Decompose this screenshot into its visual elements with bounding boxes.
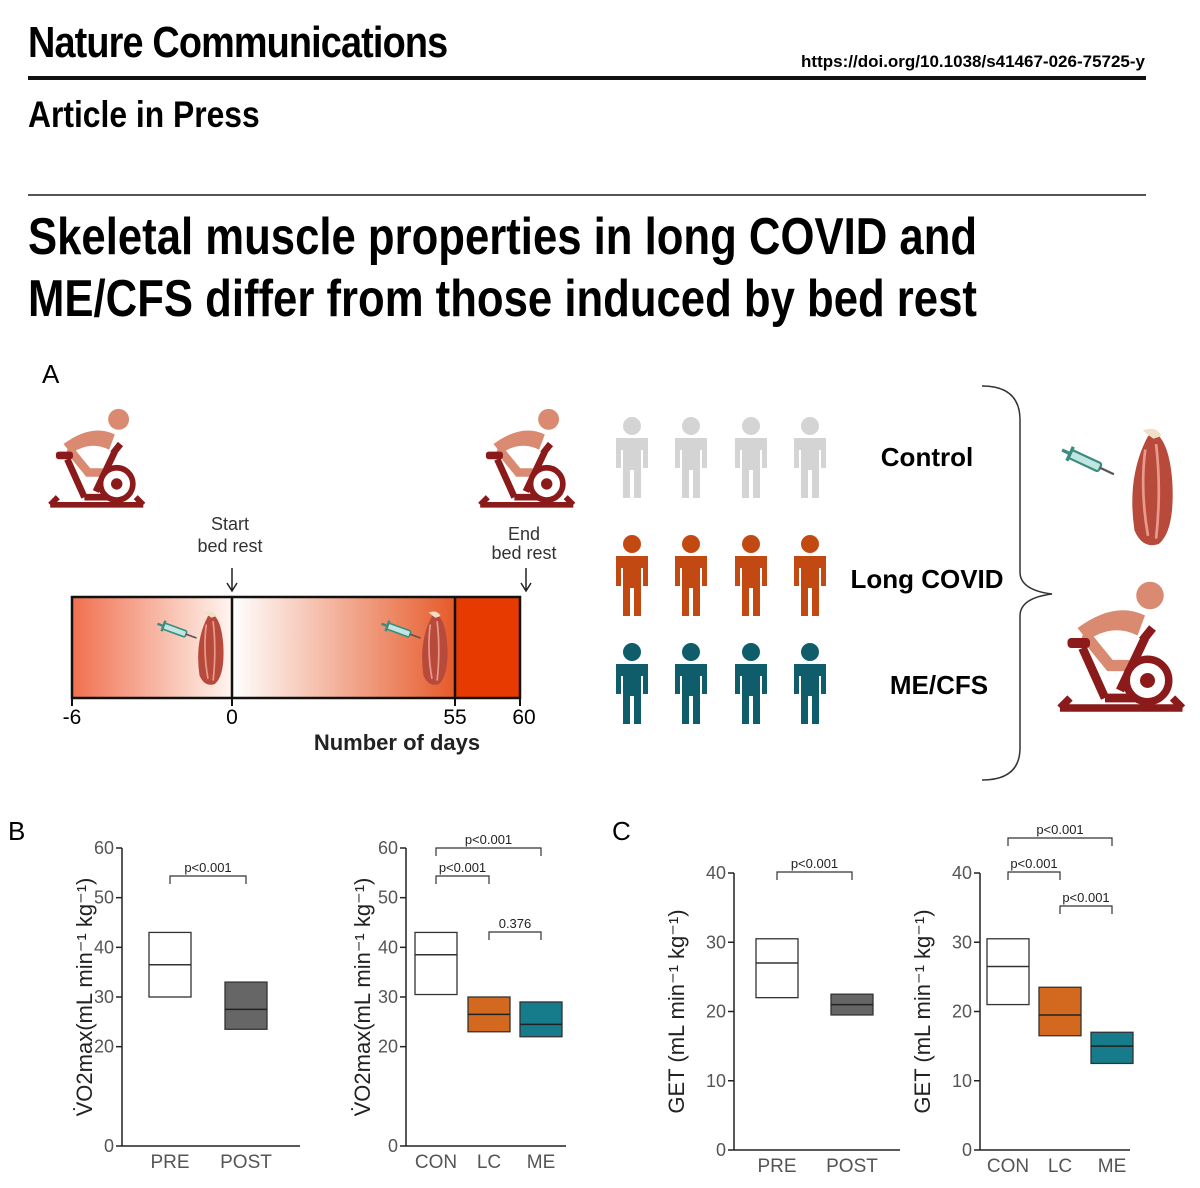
header-rule [28, 76, 1146, 80]
syringe-icon [1057, 441, 1119, 483]
y-tick-label: 60 [94, 838, 114, 858]
category-label: POST [826, 1156, 878, 1177]
category-label: PRE [757, 1156, 796, 1177]
journal-name: Nature Communications [28, 18, 448, 67]
y-tick-label: 10 [706, 1071, 726, 1091]
title-line-2: ME/CFS differ from those induced by bed … [28, 270, 977, 328]
panel-b-label: B [8, 816, 25, 846]
significance-bracket [488, 931, 542, 940]
box [755, 938, 799, 999]
box [519, 1001, 563, 1038]
y-tick-label: 30 [952, 932, 972, 952]
y-axis-label: V̇O2max(mL min⁻¹ kg⁻¹) [350, 878, 375, 1117]
significance-bracket [1059, 905, 1113, 914]
start-arrow [226, 568, 238, 593]
y-tick-label: 60 [378, 838, 398, 858]
start-label: Start [211, 514, 249, 534]
y-tick-label: 30 [706, 932, 726, 952]
y-tick-label: 30 [378, 987, 398, 1007]
p-value-label: p<0.001 [184, 860, 231, 875]
category-label: CON [415, 1152, 457, 1173]
box [414, 931, 458, 996]
y-tick-label: 30 [94, 987, 114, 1007]
y-axis-label: V̇O2max(mL min⁻¹ kg⁻¹) [72, 878, 97, 1117]
y-tick-label: 0 [716, 1140, 726, 1160]
y-tick-label: 50 [94, 888, 114, 908]
box [224, 981, 268, 1030]
y-tick-label: 40 [94, 937, 114, 957]
y-tick-label: 20 [706, 1002, 726, 1022]
y-tick-label: 20 [94, 1037, 114, 1057]
y-tick-label: 0 [388, 1136, 398, 1156]
group-bracket [981, 385, 1053, 781]
doi-link[interactable]: https://doi.org/10.1038/s41467-026-75725… [801, 52, 1145, 71]
timeline-frame [70, 595, 522, 700]
significance-bracket [1007, 837, 1113, 846]
box [1090, 1031, 1134, 1065]
significance-bracket [169, 875, 247, 884]
p-value-label: 0.376 [499, 916, 532, 931]
day-tick: -6 [63, 706, 82, 729]
days-axis-label: Number of days [314, 730, 480, 755]
panel-a-label: A [42, 359, 60, 389]
end-label: bed rest [491, 543, 556, 563]
article-status: Article in Press [28, 94, 260, 135]
p-value-label: p<0.001 [439, 860, 486, 875]
timeline-bedrest [232, 597, 455, 698]
y-tick-label: 0 [962, 1140, 972, 1160]
exercise-bike-icon [50, 409, 143, 505]
p-value-label: p<0.001 [791, 856, 838, 871]
day-tick: 60 [512, 706, 535, 729]
title-line-1: Skeletal muscle properties in long COVID… [28, 208, 978, 266]
y-tick-label: 20 [952, 1002, 972, 1022]
end-label: End [508, 524, 540, 544]
article-title: Skeletal muscle properties in long COVID… [28, 206, 977, 330]
significance-bracket [1007, 871, 1061, 880]
category-label: PRE [150, 1152, 189, 1173]
y-axis-label: GET (mL min⁻¹ kg⁻¹) [664, 909, 689, 1113]
timeline-final [455, 597, 520, 698]
end-arrow [520, 568, 532, 593]
p-value-label: p<0.001 [1062, 890, 1109, 905]
significance-bracket [435, 875, 490, 884]
title-rule [28, 194, 1146, 196]
y-tick-label: 10 [952, 1071, 972, 1091]
exercise-bike-icon [480, 409, 573, 505]
day-tick: 55 [443, 706, 466, 729]
control-people [616, 417, 826, 498]
category-label: LC [1048, 1156, 1072, 1177]
long-covid-people [616, 535, 826, 616]
category-label: CON [987, 1156, 1029, 1177]
p-value-label: p<0.001 [1010, 856, 1057, 871]
p-value-label: p<0.001 [1036, 822, 1083, 837]
category-label: POST [220, 1152, 272, 1173]
significance-bracket [435, 847, 542, 856]
y-tick-label: 20 [378, 1037, 398, 1057]
category-label: ME [1098, 1156, 1127, 1177]
y-tick-label: 40 [706, 863, 726, 883]
group-label-long-covid: Long COVID [850, 564, 1003, 594]
y-tick-label: 50 [378, 888, 398, 908]
box [1038, 986, 1082, 1037]
p-value-label: p<0.001 [465, 832, 512, 847]
exercise-bike-icon [1060, 582, 1183, 708]
mecfs-people [616, 643, 826, 724]
start-label: bed rest [197, 536, 262, 556]
y-axis-label: GET (mL min⁻¹ kg⁻¹) [910, 909, 935, 1113]
category-label: LC [477, 1152, 501, 1173]
significance-bracket [776, 871, 853, 880]
category-label: ME [527, 1152, 556, 1173]
y-tick-label: 40 [952, 863, 972, 883]
group-label-control: Control [881, 442, 973, 472]
y-tick-label: 40 [378, 937, 398, 957]
day-tick: 0 [226, 706, 238, 729]
muscle-icon [1130, 427, 1175, 547]
y-tick-label: 0 [104, 1136, 114, 1156]
panel-c-label: C [612, 816, 631, 846]
box [986, 938, 1030, 1006]
group-label-mecfs: ME/CFS [890, 670, 988, 700]
